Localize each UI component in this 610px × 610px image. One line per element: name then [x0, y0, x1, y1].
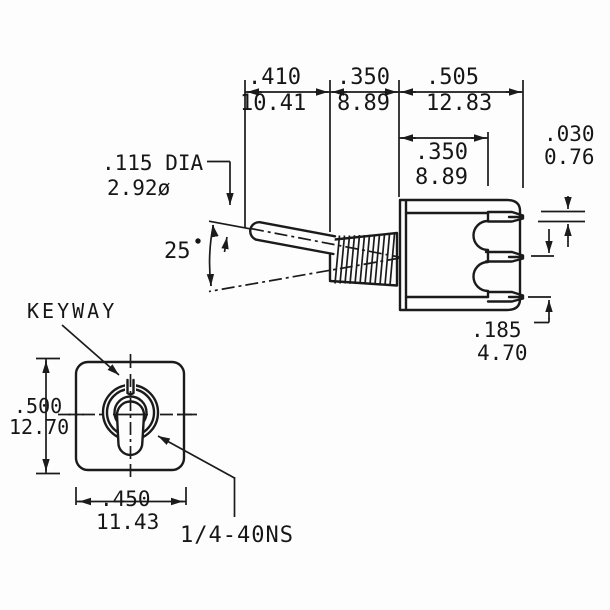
thread-spec-label: 1/4-40NS	[180, 523, 294, 548]
dim-arrow	[221, 236, 229, 253]
throw-angle-arc	[208, 224, 215, 287]
lever-mirror-position-centerline	[208, 257, 401, 293]
edge-center-ticks	[68, 354, 192, 477]
thread-hatch-lines	[334, 233, 396, 286]
terminals	[484, 210, 525, 303]
lever-diameter-in: .115 DIA	[102, 151, 204, 175]
dim-height-in: .500	[14, 394, 62, 418]
keyway-slot-lines	[126, 378, 135, 396]
terminal-top	[486, 210, 525, 223]
dimension-arrows	[221, 88, 572, 319]
dim-width-mm: 11.43	[96, 510, 159, 534]
front-view: KEYWAY .500 12.70 .450 11.43 1/4-40NS	[9, 299, 294, 548]
degree-symbol-dot	[195, 238, 201, 244]
width-dimension	[75, 487, 187, 506]
thread-leader-arrow	[157, 435, 235, 479]
dim-terminal-thickness-mm: 0.76	[544, 145, 595, 169]
body-flange-lines	[404, 211, 490, 299]
arc-arrow	[211, 224, 219, 238]
lever-outline	[249, 221, 337, 256]
side-view: .410 10.41 .350 8.89 .505 12.83 .350 8.8…	[102, 65, 595, 517]
height-dim-lines	[36, 357, 60, 475]
dim-terminal-thickness-in: .030	[544, 122, 595, 146]
lever-centerline	[250, 227, 400, 258]
lever-fill	[250, 222, 335, 254]
terminal-bottom	[486, 290, 525, 303]
dim-width-in: .450	[100, 487, 151, 511]
dim-height-mm: 12.70	[9, 415, 69, 439]
dim-bushing-in: .350	[337, 65, 390, 90]
throw-angle-value: 25	[164, 239, 191, 264]
front-view-centerlines	[58, 354, 200, 477]
threaded-bushing	[328, 231, 399, 287]
height-dimension	[36, 357, 60, 475]
centerline-extension	[208, 220, 251, 230]
lever-diameter-mm: 2.92ø	[107, 176, 171, 200]
dim-body-mm: 12.83	[426, 91, 492, 116]
keyway-label: KEYWAY	[27, 299, 117, 323]
terminal-support-scallops	[472, 211, 490, 299]
bushing-outline	[328, 231, 399, 287]
toggle-lever	[249, 221, 337, 256]
dim-terminal-spacing-mm: 4.70	[477, 341, 528, 365]
dim-terminal-span-in: .350	[415, 140, 468, 165]
terminal-middle	[484, 250, 525, 263]
dim-lever-in: .410	[248, 65, 301, 90]
dimension-lines	[207, 91, 585, 517]
switch-body	[398, 198, 522, 312]
body-outline	[398, 198, 522, 312]
dim-bushing-mm: 8.89	[337, 91, 390, 116]
dim-terminal-spacing-in: .185	[471, 318, 522, 342]
dim-body-in: .505	[426, 65, 479, 90]
dim-terminal-span-mm: 8.89	[415, 165, 468, 190]
throw-angle-annotation	[195, 220, 401, 293]
width-dim-lines	[75, 487, 187, 505]
keyway-leader-arrow	[61, 324, 120, 376]
dim-lever-mm: 10.41	[240, 91, 306, 116]
